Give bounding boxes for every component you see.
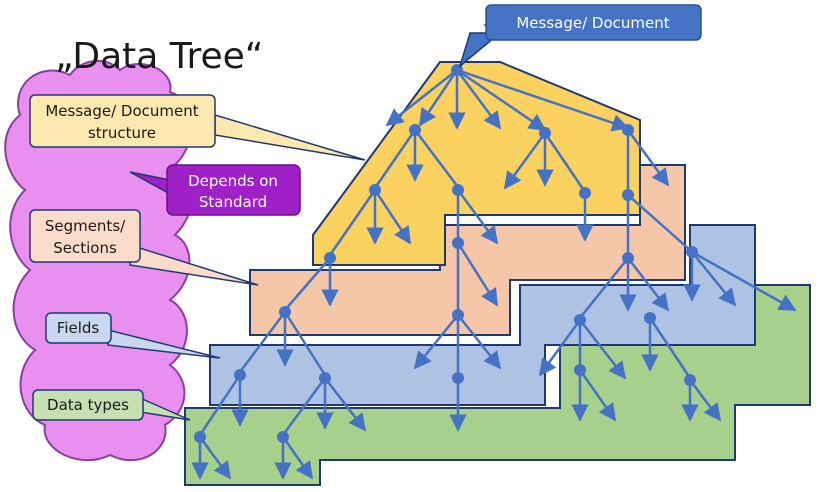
page-title: „Data Tree“ bbox=[55, 36, 263, 77]
fields-label: Fields bbox=[57, 319, 100, 337]
callout-structure: Message/ Document structure bbox=[29, 94, 216, 148]
tree-nodes bbox=[194, 64, 698, 443]
callout-datatypes: Data types bbox=[32, 389, 144, 421]
message-document-label: Message/ Document bbox=[516, 14, 669, 32]
message-layer bbox=[312, 61, 641, 266]
fields-layer bbox=[209, 224, 756, 406]
callout-fields: Fields bbox=[45, 312, 112, 344]
callout-pointers bbox=[107, 32, 503, 421]
datatypes-label: Data types bbox=[47, 396, 129, 414]
tree-edges bbox=[191, 16, 797, 480]
callout-segments: Segments/ Sections bbox=[29, 209, 141, 263]
segments-label-line1: Segments/ bbox=[45, 217, 126, 235]
depends-label-line1: Depends on bbox=[188, 172, 278, 190]
depends-label-line2: Standard bbox=[199, 193, 267, 211]
structure-label-line1: Message/ Document bbox=[45, 102, 198, 120]
segments-label-line2: Sections bbox=[53, 239, 117, 257]
callout-depends: Depends on Standard bbox=[166, 164, 301, 216]
callout-message-document: Message/ Document bbox=[485, 4, 702, 41]
structure-label-line2: structure bbox=[88, 124, 156, 142]
